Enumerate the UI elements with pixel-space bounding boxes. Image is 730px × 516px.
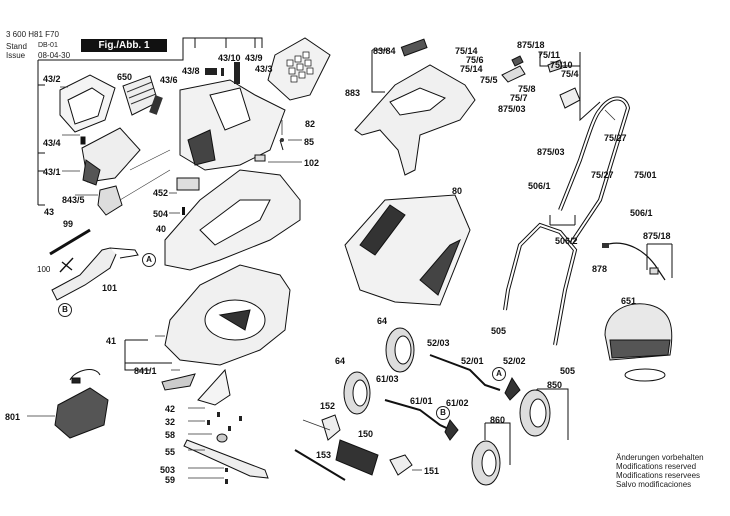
callout-61-02: 61/02	[446, 398, 469, 408]
issue-date: 08-04-30	[38, 51, 71, 60]
callout-504: 504	[153, 209, 169, 219]
callout-43: 43	[44, 207, 55, 217]
callout-42: 42	[165, 404, 176, 414]
roller-part	[335, 439, 379, 476]
modification-notes: Änderungen vorbehalten Modifications res…	[616, 453, 704, 489]
callout-506-2: 506/2	[555, 236, 578, 246]
callout-850: 850	[547, 380, 563, 390]
callout-43-10: 43/10	[218, 53, 241, 63]
issue-label: Issue	[6, 51, 26, 60]
callout-506-1-left: 506/1	[528, 181, 551, 191]
callout-503: 503	[160, 465, 176, 475]
callout-651: 651	[621, 296, 637, 306]
bracket-43	[37, 37, 263, 205]
callout-75-11: 75/11	[538, 50, 561, 60]
callout-64-upper: 64	[377, 316, 388, 326]
callout-55: 55	[165, 447, 176, 457]
callout-43-2: 43/2	[43, 74, 61, 84]
callout-75-27-upper: 75/27	[604, 133, 627, 143]
callout-43-3: 43/3	[255, 64, 273, 74]
callout-75-14-b: 75/14	[460, 64, 483, 74]
document-number: 3 600 H81 F70	[6, 30, 59, 39]
note-de: Änderungen vorbehalten	[616, 453, 704, 462]
callout-80: 80	[452, 186, 463, 196]
callout-43-6: 43/6	[160, 75, 178, 85]
connector-a-left: A	[142, 253, 156, 267]
callout-61-03: 61/03	[376, 374, 399, 384]
callout-75-5: 75/5	[480, 75, 498, 85]
callout-101: 101	[102, 283, 118, 293]
figure-label: Fig./Abb. 1	[81, 39, 167, 52]
callout-875-03-lower: 875/03	[537, 147, 565, 157]
callout-75-4: 75/4	[561, 69, 579, 79]
callout-150: 150	[358, 429, 374, 439]
note-fr: Modifications reservees	[616, 471, 701, 480]
callout-152: 152	[320, 401, 336, 411]
callout-801: 801	[5, 412, 21, 422]
callout-43-1: 43/1	[43, 167, 61, 177]
callout-40: 40	[156, 224, 167, 234]
callout-99: 99	[63, 219, 74, 229]
callout-875-18-upper: 875/18	[517, 40, 545, 50]
callout-43-4: 43/4	[43, 138, 61, 148]
callout-61-01: 61/01	[410, 396, 433, 406]
callout-52-01: 52/01	[461, 356, 484, 366]
callout-102: 102	[304, 158, 320, 168]
connector-b-left: B	[58, 303, 72, 317]
callout-52-02: 52/02	[503, 356, 526, 366]
callout-82: 82	[305, 119, 316, 129]
callout-75-10: 75/10	[550, 60, 573, 70]
grassbox-lid-part	[354, 64, 476, 176]
note-es: Salvo modificaciones	[616, 480, 692, 489]
callout-883: 883	[345, 88, 361, 98]
connector-a-right: A	[492, 367, 506, 381]
callout-505-left: 505	[491, 326, 507, 336]
callout-100: 100	[37, 265, 51, 274]
callout-59: 59	[165, 475, 176, 485]
callout-75-01: 75/01	[634, 170, 657, 180]
callout-878: 878	[592, 264, 608, 274]
stand-label: Stand	[6, 42, 27, 51]
callout-64-lower: 64	[335, 356, 346, 366]
callout-506-1-right: 506/1	[630, 208, 653, 218]
callout-75-27-lower: 75/27	[591, 170, 614, 180]
callout-875-03-upper: 875/03	[498, 104, 526, 114]
callout-41: 41	[106, 336, 117, 346]
callout-650: 650	[117, 72, 133, 82]
callout-505-right: 505	[560, 366, 576, 376]
callout-153: 153	[316, 450, 332, 460]
callout-841-1: 841/1	[134, 366, 157, 376]
connector-b-right: B	[436, 406, 450, 420]
callout-32: 32	[165, 417, 176, 427]
callout-75-14-a: 75/14	[455, 46, 478, 56]
blade-part	[183, 439, 269, 479]
callout-83-84: 83/84	[373, 46, 396, 56]
callout-860: 860	[490, 415, 506, 425]
callout-43-9: 43/9	[245, 53, 263, 63]
callout-75-8: 75/8	[518, 84, 536, 94]
callout-58: 58	[165, 430, 176, 440]
callout-75-6: 75/6	[466, 55, 484, 65]
callout-85: 85	[304, 137, 315, 147]
note-en: Modifications reserved	[616, 462, 697, 471]
callout-843-5: 843/5	[62, 195, 85, 205]
motor-part	[54, 387, 109, 439]
handle-switch-part	[501, 65, 526, 83]
callout-52-03: 52/03	[427, 338, 450, 348]
callout-43-8: 43/8	[182, 66, 200, 76]
callout-875-18-lower: 875/18	[643, 231, 671, 241]
callout-151: 151	[424, 466, 440, 476]
callout-75-7: 75/7	[510, 93, 528, 103]
stand-value: DB-01	[38, 42, 58, 49]
callout-452: 452	[153, 188, 169, 198]
